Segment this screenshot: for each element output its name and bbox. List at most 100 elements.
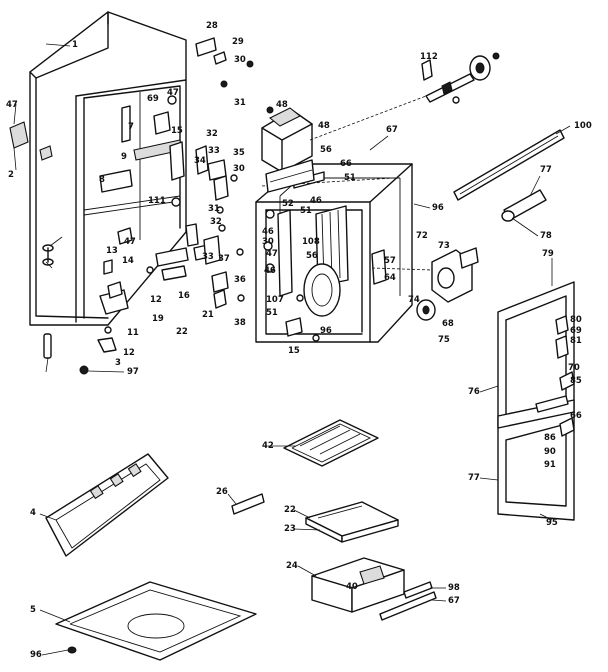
callout-1: 1 xyxy=(72,40,78,50)
callout-75: 86 xyxy=(544,433,556,443)
callout-78: 95 xyxy=(546,518,558,528)
callout-79b: 96 xyxy=(432,203,444,213)
callout-43c: 46 xyxy=(264,266,276,276)
callout-29a: 30 xyxy=(234,55,246,65)
callout-38: 40 xyxy=(346,582,358,592)
callout-72: 80 xyxy=(570,315,582,325)
callout-26: 26 xyxy=(216,487,228,497)
callout-3: 3 xyxy=(115,358,121,368)
callout-73: 81 xyxy=(570,336,582,346)
base-grille xyxy=(45,453,169,557)
callout-4: 4 xyxy=(30,508,36,518)
callout-11b: 12 xyxy=(123,348,135,358)
callout-85: 98 xyxy=(448,583,460,593)
inner-liner-box xyxy=(255,163,413,343)
callout-24: 24 xyxy=(286,561,298,571)
callout-76: 90 xyxy=(544,447,556,457)
callout-27: 28 xyxy=(206,21,218,31)
trim-strips xyxy=(231,493,437,621)
callout-40a: 47 xyxy=(6,100,18,110)
callout-32b: 33 xyxy=(202,252,214,262)
callout-95: 112 xyxy=(420,52,438,62)
callout-22: 22 xyxy=(284,505,296,515)
callout-59: 69 xyxy=(147,94,159,104)
hinge-and-bracket-parts xyxy=(79,37,254,375)
callout-21: 22 xyxy=(176,327,188,337)
callout-61: 69 xyxy=(570,326,582,336)
callout-57: 66 xyxy=(340,159,352,169)
callout-90: 107 xyxy=(266,295,284,305)
callout-18: 19 xyxy=(152,314,164,324)
callout-58a: 67 xyxy=(386,125,398,135)
callout-64: 73 xyxy=(438,241,450,251)
callout-91: 108 xyxy=(302,237,320,247)
callout-32a: 33 xyxy=(208,146,220,156)
callout-68: 77 xyxy=(468,473,480,483)
glass-shelf xyxy=(283,419,379,467)
callout-31b: 32 xyxy=(210,217,222,227)
callout-9: 9 xyxy=(121,152,127,162)
callout-36: 37 xyxy=(218,254,230,264)
callout-79a: 96 xyxy=(320,326,332,336)
callout-31a: 32 xyxy=(206,129,218,139)
callout-86: 100 xyxy=(574,121,592,131)
callout-2: 2 xyxy=(8,170,14,180)
callout-80: 97 xyxy=(127,367,139,377)
callout-93: 111 xyxy=(148,196,166,206)
crisper-drawer xyxy=(311,557,405,613)
callout-8: 8 xyxy=(99,175,105,185)
callout-34: 35 xyxy=(233,148,245,158)
callout-44: 47 xyxy=(266,249,278,259)
callout-48: 56 xyxy=(306,251,318,261)
callout-13: 14 xyxy=(122,256,134,266)
callout-12: 13 xyxy=(106,246,118,256)
callout-11a: 12 xyxy=(150,295,162,305)
callout-46a: 51 xyxy=(300,206,312,216)
callout-57b: 66 xyxy=(570,411,582,421)
callout-42: 48 xyxy=(276,100,288,110)
callout-40c: 47 xyxy=(124,237,136,247)
callout-5: 5 xyxy=(30,605,36,615)
callout-81: 96 xyxy=(30,650,42,660)
crisper-cover xyxy=(305,501,399,543)
callout-51: 56 xyxy=(320,145,332,155)
callout-29c: 30 xyxy=(262,237,274,247)
callout-40b: 47 xyxy=(167,88,179,98)
callout-41: 48 xyxy=(318,121,330,131)
callout-60: 68 xyxy=(442,319,454,329)
rail-part xyxy=(453,129,565,222)
callout-30b: 31 xyxy=(208,204,220,214)
callout-labels: 1 47 2 7 8 69 47 15 9 47 13 14 12 19 11 … xyxy=(6,21,592,660)
callout-43a: 46 xyxy=(310,196,322,206)
drive-shaft-assembly xyxy=(309,52,500,141)
callout-77: 91 xyxy=(544,460,556,470)
callout-71: 79 xyxy=(542,249,554,259)
callout-69: 77 xyxy=(540,165,552,175)
damper-assembly xyxy=(371,247,479,321)
callout-63: 72 xyxy=(416,231,428,241)
callout-37: 38 xyxy=(234,318,246,328)
leader-lines xyxy=(13,103,571,656)
callout-62: 70 xyxy=(568,363,580,373)
callout-30a: 31 xyxy=(234,98,246,108)
callout-29b: 30 xyxy=(233,164,245,174)
callout-33: 34 xyxy=(194,156,206,166)
callout-58b: 67 xyxy=(448,596,460,606)
door-frame-trim xyxy=(497,281,575,521)
base-pan xyxy=(55,581,257,661)
callout-20: 21 xyxy=(202,310,214,320)
callout-66: 75 xyxy=(438,335,450,345)
callout-35: 36 xyxy=(234,275,246,285)
callout-15: 15 xyxy=(171,126,183,136)
callout-47: 52 xyxy=(282,199,294,209)
control-housing xyxy=(261,106,315,193)
callout-53: 64 xyxy=(384,273,396,283)
callout-52: 57 xyxy=(384,256,396,266)
callout-46b: 51 xyxy=(266,308,278,318)
callout-74: 85 xyxy=(570,376,582,386)
callout-7: 7 xyxy=(128,122,134,132)
outer-cabinet-shell xyxy=(9,11,187,359)
callout-10: 11 xyxy=(127,328,139,338)
callout-28: 29 xyxy=(232,37,244,47)
